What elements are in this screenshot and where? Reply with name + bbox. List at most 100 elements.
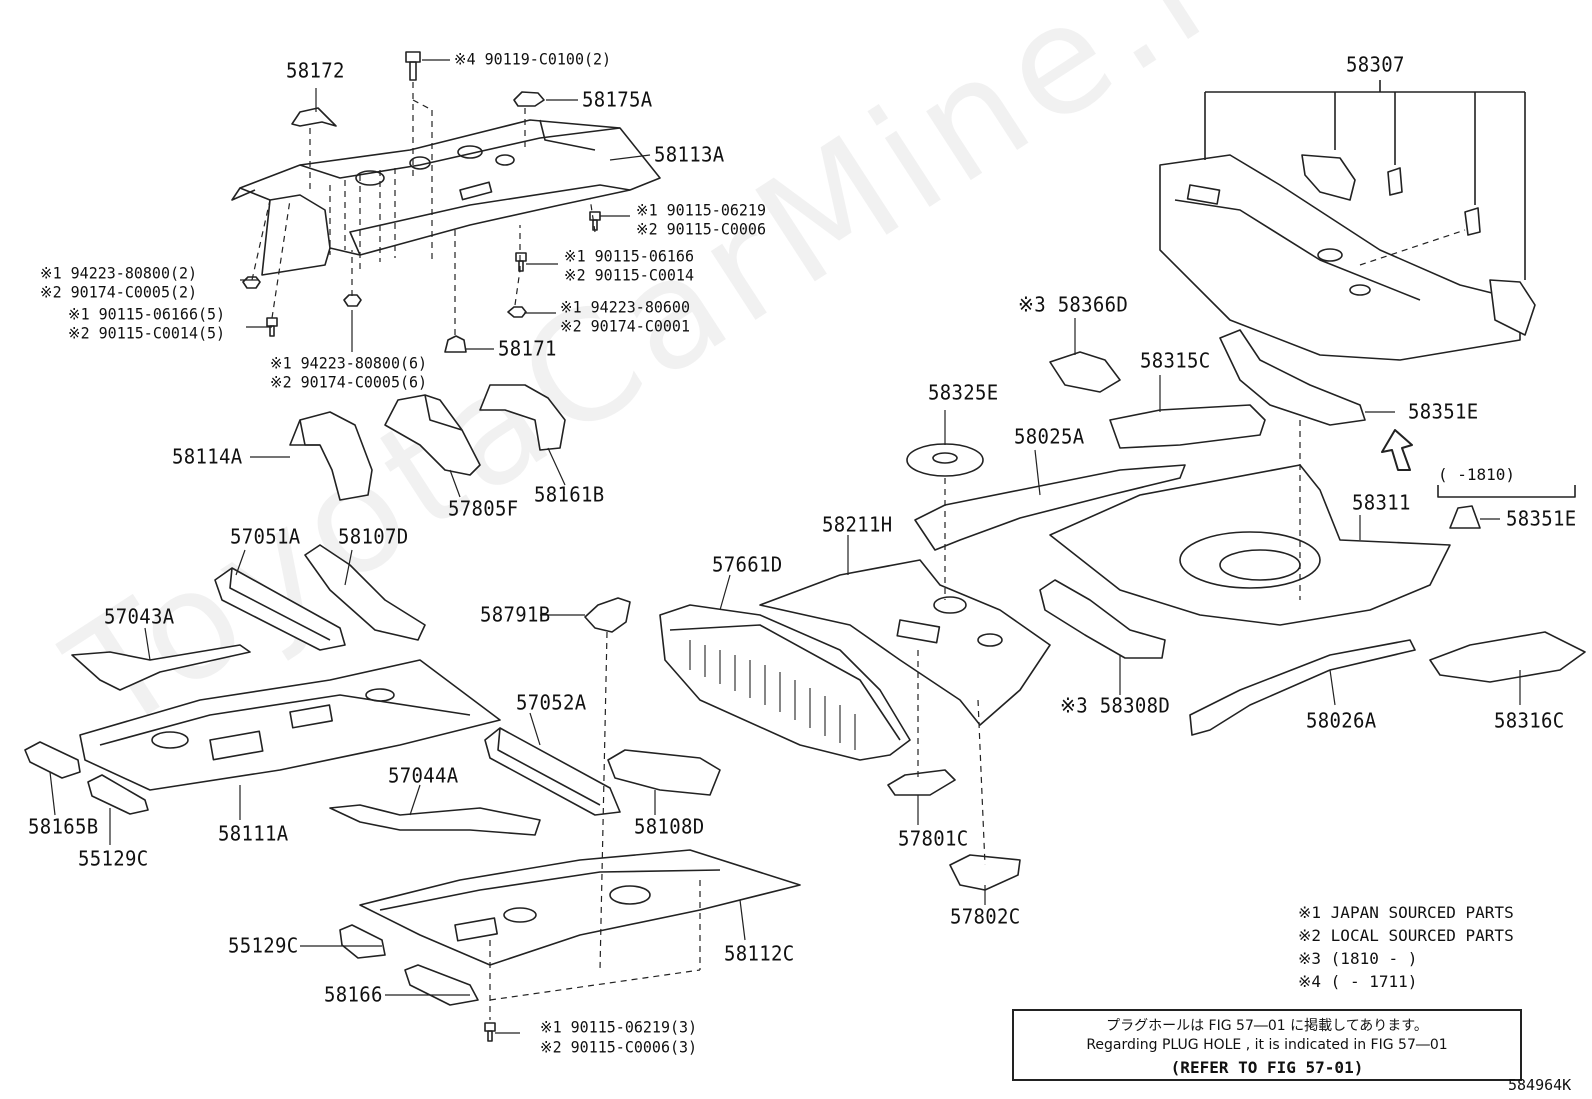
- label-58025a[interactable]: 58025A: [1014, 425, 1085, 449]
- part-58315c-drawing: [1109, 404, 1266, 449]
- legend-local-sourced: ※2 LOCAL SOURCED PARTS: [1298, 926, 1514, 945]
- part-57051a-drawing: [214, 567, 346, 651]
- bracket-lines-58307: [1204, 80, 1526, 280]
- label-fastener-7a[interactable]: ※1 94223-80800(6): [270, 353, 428, 373]
- label-58113a[interactable]: 58113A: [654, 143, 725, 167]
- label-57802c[interactable]: 57802C: [950, 905, 1021, 929]
- label-55129c-a[interactable]: 55129C: [78, 847, 149, 871]
- label-57044a[interactable]: 57044A: [388, 764, 459, 788]
- label-58112c[interactable]: 58112C: [724, 942, 795, 966]
- label-58114a[interactable]: 58114A: [172, 445, 243, 469]
- label-fastener-4b[interactable]: ※2 90174-C0001: [560, 316, 690, 336]
- part-58366d-drawing: [1049, 351, 1121, 393]
- label-fastener-2a[interactable]: ※1 90115-06219: [636, 200, 766, 220]
- label-58026a[interactable]: 58026A: [1306, 709, 1377, 733]
- label-58107d[interactable]: 58107D: [338, 525, 409, 549]
- legend-note4: ※4 ( - 1711): [1298, 972, 1418, 991]
- dashed-leaders-center: [917, 478, 986, 866]
- label-58172[interactable]: 58172: [286, 59, 345, 83]
- note-reference[interactable]: (REFER TO FIG 57-01): [1170, 1058, 1364, 1077]
- part-57661d-drawing: [659, 604, 911, 761]
- label-57805f[interactable]: 57805F: [448, 497, 519, 521]
- label-fastener-3b[interactable]: ※2 90115-C0014: [564, 265, 694, 285]
- part-58325e-drawing: [906, 443, 984, 477]
- label-57052a[interactable]: 57052A: [516, 691, 587, 715]
- note-english: Regarding PLUG HOLE , it is indicated in…: [1086, 1037, 1448, 1053]
- range-bracket: [1437, 485, 1576, 498]
- label-fastener-2b[interactable]: ※2 90115-C0006: [636, 219, 766, 239]
- label-57043a[interactable]: 57043A: [104, 605, 175, 629]
- label-58161b[interactable]: 58161B: [534, 483, 605, 507]
- part-58165b-drawing: [24, 741, 81, 779]
- label-58307[interactable]: 58307: [1346, 53, 1405, 77]
- label-58211h[interactable]: 58211H: [822, 513, 893, 537]
- note-japanese: プラグホールは FIG 57―01 に掲載してあります。: [1106, 1018, 1428, 1034]
- dashed-leaders-lower: [489, 631, 701, 1020]
- part-55129c-b-drawing: [339, 924, 386, 959]
- part-58108d-drawing: [607, 749, 721, 796]
- label-58111a[interactable]: 58111A: [218, 822, 289, 846]
- label-58108d[interactable]: 58108D: [634, 815, 705, 839]
- part-58308d-drawing: [1039, 579, 1166, 659]
- label-fastener-5a[interactable]: ※1 94223-80800(2): [40, 263, 198, 283]
- part-55129c-a-drawing: [87, 774, 149, 815]
- label-fastener-90119[interactable]: ※4 90119-C0100(2): [454, 49, 612, 69]
- part-58311-drawing: [1049, 464, 1451, 626]
- label-fastener-4a[interactable]: ※1 94223-80600: [560, 297, 690, 317]
- plug-hole-note: プラグホールは FIG 57―01 に掲載してあります。 Regarding P…: [1012, 1009, 1522, 1081]
- label-fastener-8a[interactable]: ※1 90115-06219(3): [540, 1017, 698, 1037]
- label-fastener-6b[interactable]: ※2 90115-C0014(5): [68, 323, 226, 343]
- range-label: ( -1810): [1438, 465, 1516, 484]
- label-58171[interactable]: 58171: [498, 337, 557, 361]
- bolt-90115-06219-3-drawing: [484, 1022, 496, 1042]
- label-fastener-5b[interactable]: ※2 90174-C0005(2): [40, 282, 198, 302]
- part-57805f-drawing: [384, 394, 481, 476]
- part-57052a-drawing: [484, 727, 621, 816]
- label-fastener-7b[interactable]: ※2 90174-C0005(6): [270, 372, 428, 392]
- part-57043a-drawing: [71, 644, 251, 691]
- part-58211h-drawing: [759, 559, 1051, 726]
- label-57661d[interactable]: 57661D: [712, 553, 783, 577]
- label-58325e[interactable]: 58325E: [928, 381, 999, 405]
- label-57801c[interactable]: 57801C: [898, 827, 969, 851]
- part-58166-drawing: [404, 964, 479, 1006]
- label-58351e-b[interactable]: 58351E: [1506, 507, 1577, 531]
- part-58107d-drawing: [304, 544, 426, 641]
- label-58166[interactable]: 58166: [324, 983, 383, 1007]
- label-58311[interactable]: 58311: [1352, 491, 1411, 515]
- label-fastener-8b[interactable]: ※2 90115-C0006(3): [540, 1037, 698, 1057]
- label-leaders: [49, 59, 1521, 1034]
- label-58165b[interactable]: 58165B: [28, 815, 99, 839]
- label-58351e-a[interactable]: 58351E: [1408, 400, 1479, 424]
- part-58307-sub-drawing: [1301, 154, 1536, 336]
- part-58113a-drawing: [231, 119, 661, 276]
- label-58315c[interactable]: 58315C: [1140, 349, 1211, 373]
- label-57051a[interactable]: 57051A: [230, 525, 301, 549]
- legend-japan-sourced: ※1 JAPAN SOURCED PARTS: [1298, 903, 1514, 922]
- part-58026a-drawing: [1189, 639, 1416, 736]
- part-58025a-drawing: [914, 464, 1186, 551]
- part-58114a-drawing: [289, 411, 373, 501]
- dashed-leaders-upper: [251, 82, 596, 335]
- label-fastener-3a[interactable]: ※1 90115-06166: [564, 246, 694, 266]
- part-58351e-a-drawing: [1219, 329, 1366, 426]
- label-58316c[interactable]: 58316C: [1494, 709, 1565, 733]
- label-55129c-b[interactable]: 55129C: [228, 934, 299, 958]
- part-58111a-drawing: [79, 659, 501, 791]
- bolt-90119-drawing: [405, 51, 421, 81]
- part-58351e-b-drawing: [1449, 505, 1481, 529]
- diagram-id: 584964K: [1508, 1076, 1572, 1094]
- legend-note3: ※3 (1810 - ): [1298, 949, 1418, 968]
- label-58791b[interactable]: 58791B: [480, 603, 551, 627]
- part-57044a-drawing: [329, 804, 541, 836]
- label-fastener-6a[interactable]: ※1 90115-06166(5): [68, 304, 226, 324]
- part-58175a-drawing: [513, 91, 545, 107]
- label-58308d[interactable]: ※3 58308D: [1060, 694, 1171, 718]
- part-58316c-drawing: [1429, 631, 1586, 683]
- label-58366d[interactable]: ※3 58366D: [1018, 293, 1129, 317]
- part-58112c-drawing: [359, 849, 801, 966]
- label-58175a[interactable]: 58175A: [582, 88, 653, 112]
- part-58172-drawing: [291, 107, 337, 127]
